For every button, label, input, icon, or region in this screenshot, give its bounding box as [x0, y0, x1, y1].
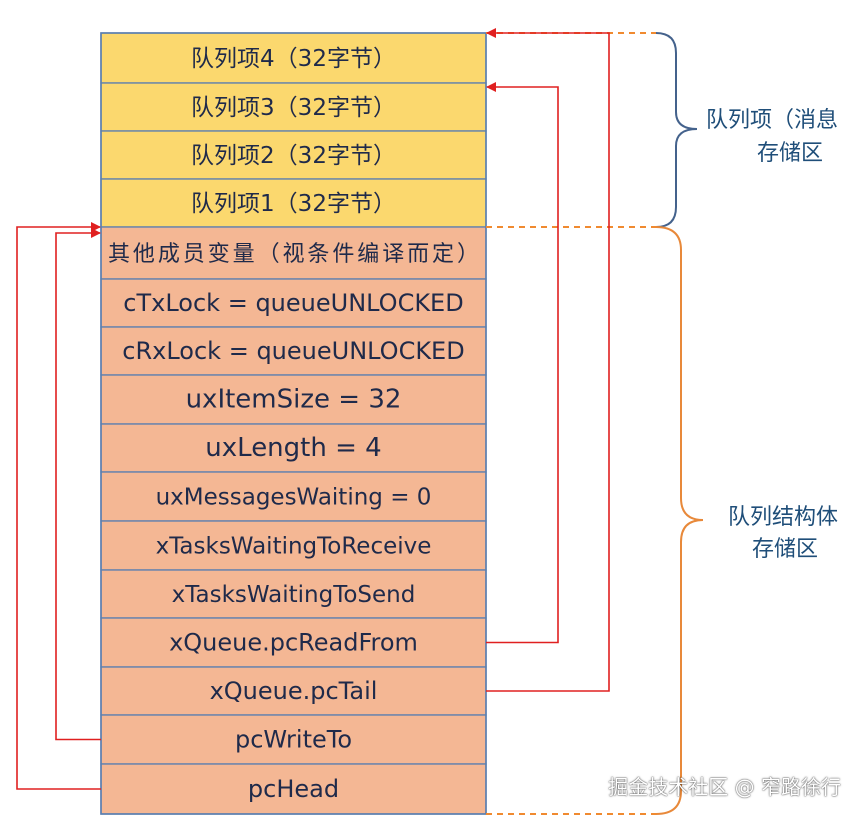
region-labels: 队列项（消息 存储区 队列结构体 存储区: [706, 108, 838, 562]
struct-field-label: pcWriteTo: [235, 726, 352, 754]
struct-field-label: cTxLock = queueUNLOCKED: [123, 289, 463, 317]
queue-item-label: 队列项1（32字节）: [191, 191, 396, 217]
pointer-arrow: [486, 28, 610, 692]
struct-region-brace: [655, 226, 704, 815]
queue-items-region-label-line2: 存储区: [757, 141, 823, 166]
queue-item-label: 队列项4（32字节）: [191, 46, 396, 72]
queue-items-brace: [655, 32, 698, 228]
struct-region-label-line1: 队列结构体: [728, 505, 838, 530]
pointer-arrows: [16, 28, 610, 790]
struct-field-label: cRxLock = queueUNLOCKED: [122, 337, 464, 365]
outer-frame: [100, 32, 487, 815]
queue-item-label: 队列项3（32字节）: [191, 95, 396, 121]
region-braces: [655, 32, 704, 815]
struct-field-label: xTasksWaitingToSend: [172, 582, 416, 608]
struct-field-label: xQueue.pcTail: [210, 677, 378, 705]
struct-field-label: uxMessagesWaiting = 0: [156, 485, 432, 511]
struct-field-label: xTasksWaitingToReceive: [156, 534, 432, 560]
struct-field-label: xQueue.pcReadFrom: [169, 629, 418, 657]
struct-field-cell: [100, 666, 487, 716]
memory-cells: 队列项4（32字节） 队列项3（32字节） 队列项2（32字节） 队列项1（32字节）…: [100, 32, 487, 815]
pointer-arrow: [16, 222, 101, 790]
dashed-connectors: [486, 32, 656, 815]
queue-item-cell: [100, 82, 487, 132]
struct-region-label-line2: 存储区: [752, 537, 818, 562]
pointer-arrow: [55, 228, 101, 741]
struct-field-label: uxItemSize = 32: [186, 385, 402, 415]
struct-field-label: 其他成员变量（视条件编译而定）: [108, 242, 479, 267]
pointer-arrow: [486, 82, 559, 644]
queue-item-cell: [100, 130, 487, 180]
queue-item-label: 队列项2（32字节）: [191, 143, 396, 169]
queue-item-cell: [100, 32, 487, 84]
struct-field-label: pcHead: [248, 775, 339, 803]
struct-field-cell: [100, 471, 487, 522]
struct-field-cell: [100, 569, 487, 619]
queue-item-cell: [100, 178, 487, 228]
watermark: 掘金技术社区 @ 窄路徐行: [608, 775, 841, 799]
struct-field-label: uxLength = 4: [205, 433, 381, 463]
queue-items-region-label-line1: 队列项（消息: [706, 108, 838, 133]
